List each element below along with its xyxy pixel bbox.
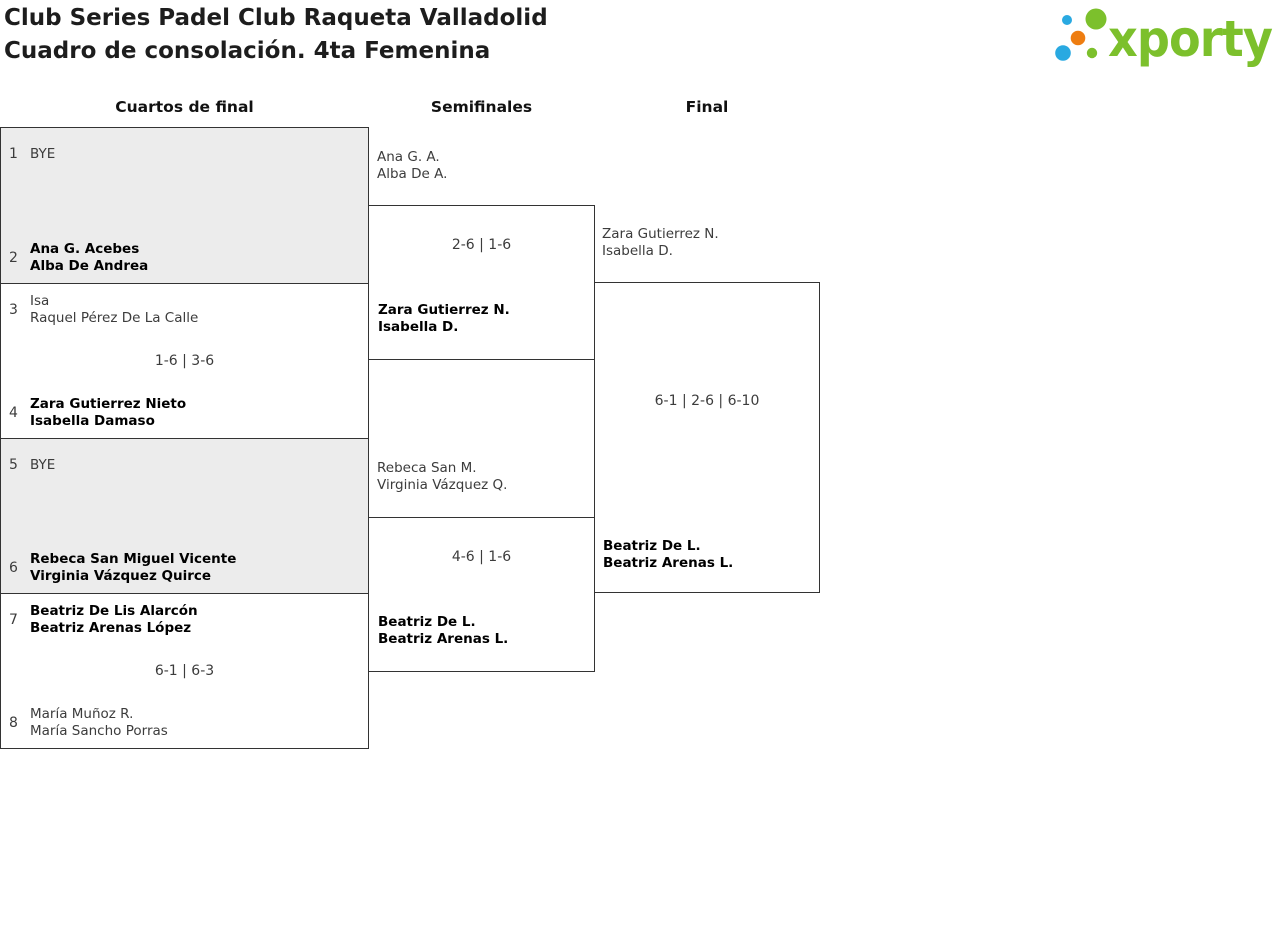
- player-2: Beatriz Arenas L.: [378, 631, 509, 647]
- qf-match-2: 3 Isa Raquel Pérez De La Calle 1-6 | 3-6…: [1, 283, 368, 438]
- team-row: 1 BYE: [9, 137, 360, 171]
- seed-number: 3: [9, 302, 18, 318]
- match-score: 1-6 | 3-6: [154, 353, 215, 369]
- team-row: 8 María Muñoz R. María Sancho Porras: [9, 706, 360, 740]
- team-names: BYE: [30, 137, 55, 171]
- logo-wordmark: xporty: [1108, 10, 1272, 68]
- sf2-team-top: Rebeca San M. Virginia Vázquez Q.: [377, 460, 507, 494]
- player-1: Beatriz De L.: [378, 614, 476, 630]
- team-row: 5 BYE: [9, 448, 360, 482]
- seed-number: 5: [9, 457, 18, 473]
- player-2: Virginia Vázquez Quirce: [30, 568, 212, 584]
- player-1: Rebeca San M.: [377, 460, 477, 476]
- title-line-2: Cuadro de consolación. 4ta Femenina: [4, 38, 491, 64]
- round-header-cuartos: Cuartos de final: [115, 98, 254, 116]
- round-header-final: Final: [685, 98, 729, 116]
- player-2: Isabella D.: [378, 319, 459, 335]
- player-1: BYE: [30, 145, 56, 162]
- team-names: Ana G. Acebes Alba De Andrea: [30, 241, 148, 275]
- player-1: Zara Gutierrez Nieto: [30, 396, 187, 412]
- seed-number: 4: [9, 405, 18, 421]
- logo-dot-green-large: [1085, 8, 1107, 30]
- team-row: 6 Rebeca San Miguel Vicente Virginia Váz…: [9, 551, 360, 585]
- seed-number: 8: [9, 715, 18, 731]
- final-match: 6-1 | 2-6 | 6-10 Beatriz De L. Beatriz A…: [594, 282, 820, 593]
- sf1-team-bottom: Zara Gutierrez N. Isabella D.: [378, 302, 510, 336]
- qf-match-3: 5 BYE 6 Rebeca San Miguel Vicente Virgin…: [1, 438, 368, 593]
- seed-number: 7: [9, 612, 18, 628]
- match-score: 6-1 | 6-3: [154, 663, 215, 679]
- xporty-logo[interactable]: xporty: [1045, 2, 1275, 74]
- team-names: BYE: [30, 448, 55, 482]
- final-team-top: Zara Gutierrez N. Isabella D.: [602, 226, 719, 260]
- sf1-team-top: Ana G. A. Alba De A.: [377, 149, 447, 183]
- player-2: Virginia Vázquez Q.: [377, 477, 508, 493]
- team-row: 2 Ana G. Acebes Alba De Andrea: [9, 241, 360, 275]
- team-names: Isa Raquel Pérez De La Calle: [30, 293, 198, 327]
- qf-match-4: 7 Beatriz De Lis Alarcón Beatriz Arenas …: [1, 593, 368, 748]
- player-2: Isabella D.: [602, 243, 673, 259]
- seed-number: 2: [9, 250, 18, 266]
- final-team-bottom: Beatriz De L. Beatriz Arenas L.: [603, 538, 733, 572]
- logo-dot-green-small: [1086, 47, 1098, 59]
- quarterfinals-column: 1 BYE 2 Ana G. Acebes Alba De Andrea 3 I…: [0, 127, 369, 749]
- seed-number: 6: [9, 560, 18, 576]
- team-row: 4 Zara Gutierrez Nieto Isabella Damaso: [9, 396, 360, 430]
- player-2: Beatriz Arenas López: [30, 620, 192, 636]
- player-1: Rebeca San Miguel Vicente: [30, 551, 237, 567]
- player-1: Ana G. A.: [377, 149, 440, 165]
- player-1: Zara Gutierrez N.: [602, 226, 719, 242]
- sf2-team-bottom: Beatriz De L. Beatriz Arenas L.: [378, 614, 508, 648]
- logo-dot-blue-small: [1062, 15, 1072, 25]
- team-row: 7 Beatriz De Lis Alarcón Beatriz Arenas …: [9, 603, 360, 637]
- sf-match-2: 4-6 | 1-6 Beatriz De L. Beatriz Arenas L…: [368, 517, 595, 672]
- player-1: Zara Gutierrez N.: [378, 302, 510, 318]
- team-names: Beatriz De Lis Alarcón Beatriz Arenas Ló…: [30, 603, 198, 637]
- match-score: 6-1 | 2-6 | 6-10: [654, 393, 760, 409]
- player-2: Raquel Pérez De La Calle: [30, 310, 199, 326]
- player-2: María Sancho Porras: [30, 723, 168, 739]
- player-2: Beatriz Arenas L.: [603, 555, 734, 571]
- player-2: Isabella Damaso: [30, 413, 155, 429]
- team-names: Rebeca San Miguel Vicente Virginia Vázqu…: [30, 551, 236, 585]
- player-2: Alba De Andrea: [30, 258, 149, 274]
- page-title: Club Series Padel Club Raqueta Valladoli…: [4, 2, 548, 68]
- qf-match-1: 1 BYE 2 Ana G. Acebes Alba De Andrea: [1, 128, 368, 283]
- match-score: 4-6 | 1-6: [451, 549, 512, 565]
- player-1: Isa: [30, 293, 50, 309]
- round-header-semifinales: Semifinales: [430, 98, 533, 116]
- team-row: 3 Isa Raquel Pérez De La Calle: [9, 293, 360, 327]
- player-2: Alba De A.: [377, 166, 448, 182]
- team-names: María Muñoz R. María Sancho Porras: [30, 706, 168, 740]
- player-1: Ana G. Acebes: [30, 241, 140, 257]
- team-names: Zara Gutierrez Nieto Isabella Damaso: [30, 396, 186, 430]
- player-1: María Muñoz R.: [30, 706, 134, 722]
- player-1: BYE: [30, 456, 56, 473]
- sf-match-1: 2-6 | 1-6 Zara Gutierrez N. Isabella D.: [368, 205, 595, 360]
- player-1: Beatriz De Lis Alarcón: [30, 603, 198, 619]
- logo-dot-blue-large: [1055, 45, 1071, 61]
- seed-number: 1: [9, 146, 18, 162]
- title-line-1: Club Series Padel Club Raqueta Valladoli…: [4, 5, 548, 31]
- match-score: 2-6 | 1-6: [451, 237, 512, 253]
- player-1: Beatriz De L.: [603, 538, 701, 554]
- logo-dot-orange: [1070, 30, 1086, 46]
